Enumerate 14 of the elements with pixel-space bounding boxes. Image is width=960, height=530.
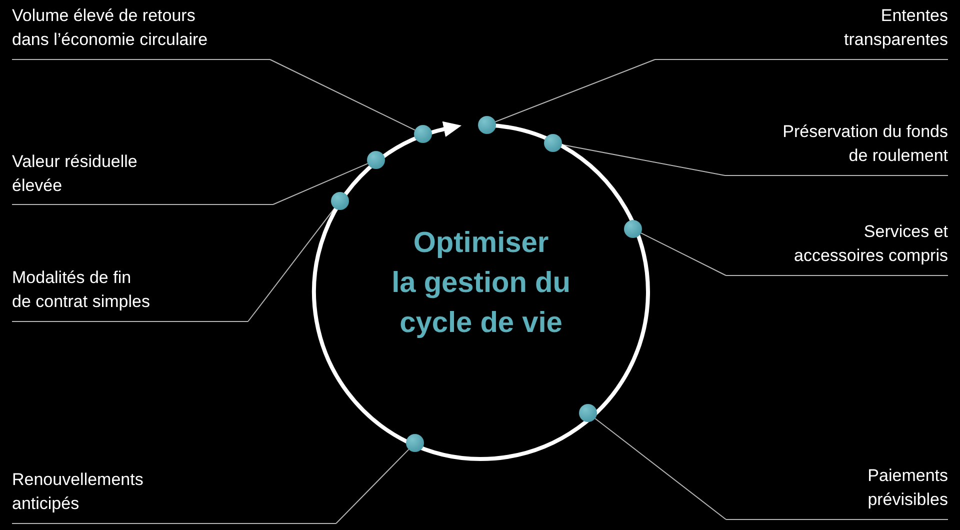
leader-line — [494, 59, 656, 122]
item-label: Renouvellements anticipés — [12, 469, 144, 515]
leader-line — [270, 59, 416, 131]
leader-line — [248, 208, 336, 322]
item-label: Ententes transparentes — [843, 5, 948, 51]
item-label: Modalités de fin de contrat simples — [12, 267, 151, 313]
leader-line — [640, 232, 726, 276]
item-label: Services et accessoires compris — [793, 221, 948, 267]
leader-line — [594, 418, 726, 520]
item-label: Paiements prévisibles — [866, 465, 948, 511]
item-label: Préservation du fonds de roulement — [782, 121, 948, 167]
item-label: Volume élevé de retours dans l’économie circulaire — [12, 5, 209, 51]
leader-line — [336, 448, 410, 524]
item-label: Valeur résiduelle élevée — [12, 151, 138, 197]
